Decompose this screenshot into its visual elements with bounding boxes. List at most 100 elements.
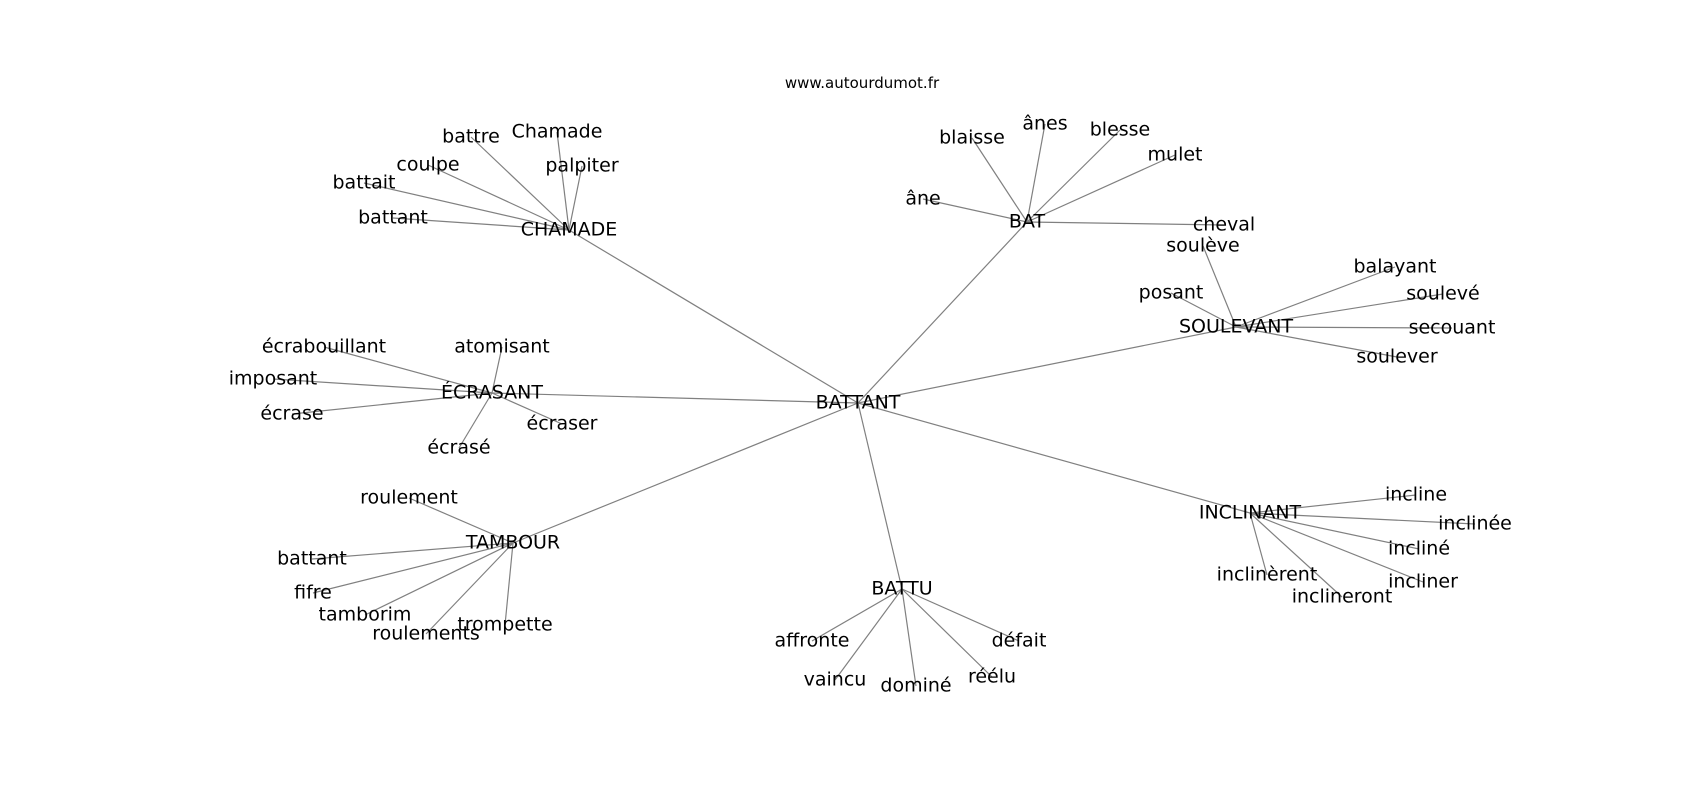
- leaf-node-blaisse: blaisse: [939, 127, 1005, 149]
- hub-node-battu: BATTU: [871, 578, 932, 600]
- edge-root-tambour: [512, 402, 859, 544]
- leaf-node-battre: battre: [442, 126, 500, 148]
- edge-tambour-fifre: [312, 542, 514, 594]
- edge-root-inclinant: [857, 402, 1251, 514]
- edge-ecrasant-ecrase: [458, 392, 493, 449]
- edge-root-chamade: [568, 229, 859, 404]
- edge-ecrasant-atomisant: [491, 346, 503, 394]
- edge-bat-mulet: [1026, 154, 1176, 223]
- leaf-node-ecrase: écrase: [260, 403, 323, 425]
- leaf-node-coulpe: coulpe: [396, 154, 459, 176]
- root-node: BATTANT: [816, 392, 901, 414]
- edge-inclinant-incliner: [1249, 512, 1424, 583]
- leaf-node-inclineront: inclineront: [1292, 586, 1393, 608]
- edge-soulevant-posant: [1170, 292, 1237, 328]
- leaf-node-incliner: incliner: [1388, 571, 1458, 593]
- edge-battu-defait: [901, 588, 1020, 642]
- leaf-node-battant: battant: [277, 548, 347, 570]
- edge-tambour-trompette: [504, 542, 514, 626]
- edge-bat-ane: [922, 198, 1028, 223]
- edge-soulevant-soulever: [1235, 326, 1398, 358]
- edge-ecrasant-ecrabouillant: [323, 346, 493, 394]
- leaf-node-roulement: roulement: [360, 487, 458, 509]
- edge-battu-affronte: [811, 588, 903, 642]
- edge-inclinant-incline: [1249, 494, 1417, 514]
- edge-bat-blesse: [1026, 129, 1121, 223]
- edge-root-ecrasant: [491, 392, 859, 404]
- hub-node-tambour: TAMBOUR: [465, 532, 560, 554]
- edge-tambour-battant: [311, 542, 514, 560]
- leaf-node-atomisant: atomisant: [454, 336, 550, 358]
- leaf-node-secouant: secouant: [1409, 317, 1496, 339]
- edge-tambour-tamborim: [364, 542, 514, 616]
- leaf-node-roulements: roulements: [372, 623, 480, 645]
- leaf-node-posant: posant: [1139, 282, 1204, 304]
- edge-battu-domine: [901, 588, 917, 687]
- edge-bat-cheval: [1026, 221, 1225, 226]
- edge-bat-blaisse: [971, 137, 1028, 223]
- edge-root-soulevant: [857, 326, 1237, 404]
- leaf-node-fifre: fifre: [294, 582, 332, 604]
- edge-ecrasant-ecrase: [291, 392, 493, 415]
- leaf-node-affronte: affronte: [775, 630, 850, 652]
- leaf-node-ane: âne: [905, 188, 940, 210]
- leaf-node-reelu: réélu: [968, 666, 1016, 688]
- hub-node-inclinant: INCLINANT: [1199, 502, 1302, 524]
- edge-soulevant-balayant: [1235, 266, 1396, 328]
- leaf-node-vaincu: vaincu: [804, 669, 867, 691]
- leaf-node-inclinee: inclinée: [1438, 513, 1512, 535]
- edge-chamade-battait: [363, 182, 570, 231]
- hub-node-ecrasant: ÉCRASANT: [441, 381, 543, 404]
- leaf-node-imposant: imposant: [229, 368, 318, 390]
- hub-node-soulevant: SOULEVANT: [1179, 316, 1294, 338]
- edge-soulevant-souleve: [1202, 245, 1237, 328]
- edge-bat-anes: [1026, 123, 1046, 223]
- leaf-node-incline: incline: [1385, 484, 1447, 506]
- leaf-node-souleve: soulevé: [1406, 283, 1479, 305]
- leaf-node-ecrase: écrasé: [427, 437, 490, 459]
- edge-inclinant-inclinee: [1249, 512, 1476, 525]
- edge-root-bat: [857, 221, 1028, 404]
- edge-tambour-roulements: [425, 542, 514, 635]
- edge-chamade-battre: [470, 136, 570, 231]
- hub-node-bat: BAT: [1009, 211, 1046, 233]
- labels: BATTANT CHAMADE battre Chamade palpiter coulp…: [229, 113, 1512, 697]
- edge-soulevant-secouant: [1235, 326, 1453, 329]
- leaf-node-anes: ânes: [1022, 113, 1067, 135]
- leaf-node-ecraser: écraser: [527, 413, 598, 435]
- edge-battu-reelu: [901, 588, 993, 678]
- leaf-node-battait: battait: [333, 172, 396, 194]
- leaf-node-incline: incliné: [1388, 538, 1450, 560]
- leaf-node-palpiter: palpiter: [545, 155, 618, 177]
- edges: [272, 123, 1476, 687]
- leaf-node-blesse: blesse: [1090, 119, 1151, 141]
- leaf-node-mulet: mulet: [1148, 144, 1203, 166]
- edge-soulevant-souleve: [1235, 293, 1444, 328]
- leaf-node-trompette: trompette: [457, 614, 552, 636]
- leaf-node-tamborim: tamborim: [319, 604, 412, 626]
- leaf-node-balayant: balayant: [1353, 256, 1436, 278]
- site-url: www.autourdumot.fr: [785, 74, 940, 92]
- edge-root-battu: [857, 402, 903, 590]
- leaf-node-inclinerent: inclinèrent: [1217, 564, 1318, 586]
- edge-inclinant-inclineront: [1249, 512, 1343, 598]
- edge-inclinant-incline: [1249, 512, 1420, 550]
- leaf-node-cheval: cheval: [1193, 214, 1255, 236]
- edge-chamade-coulpe: [427, 164, 570, 231]
- edge-battu-vaincu: [834, 588, 903, 681]
- leaf-node-battant: battant: [358, 207, 428, 229]
- edge-inclinant-inclinerent: [1249, 512, 1268, 576]
- leaf-node-ecrabouillant: écrabouillant: [262, 336, 386, 358]
- hub-node-chamade: CHAMADE: [521, 219, 618, 241]
- edge-chamade-palpiter: [568, 165, 583, 231]
- leaf-node-defait: défait: [992, 630, 1047, 652]
- edge-tambour-roulement: [408, 497, 514, 544]
- leaf-node-domine: dominé: [880, 675, 951, 697]
- edge-ecrasant-imposant: [272, 378, 493, 394]
- leaf-node-chamade: Chamade: [512, 121, 603, 143]
- edge-ecrasant-ecraser: [491, 392, 563, 425]
- edge-chamade-chamade: [556, 131, 570, 231]
- edge-chamade-battant: [392, 217, 570, 231]
- leaf-node-soulever: soulever: [1356, 346, 1437, 368]
